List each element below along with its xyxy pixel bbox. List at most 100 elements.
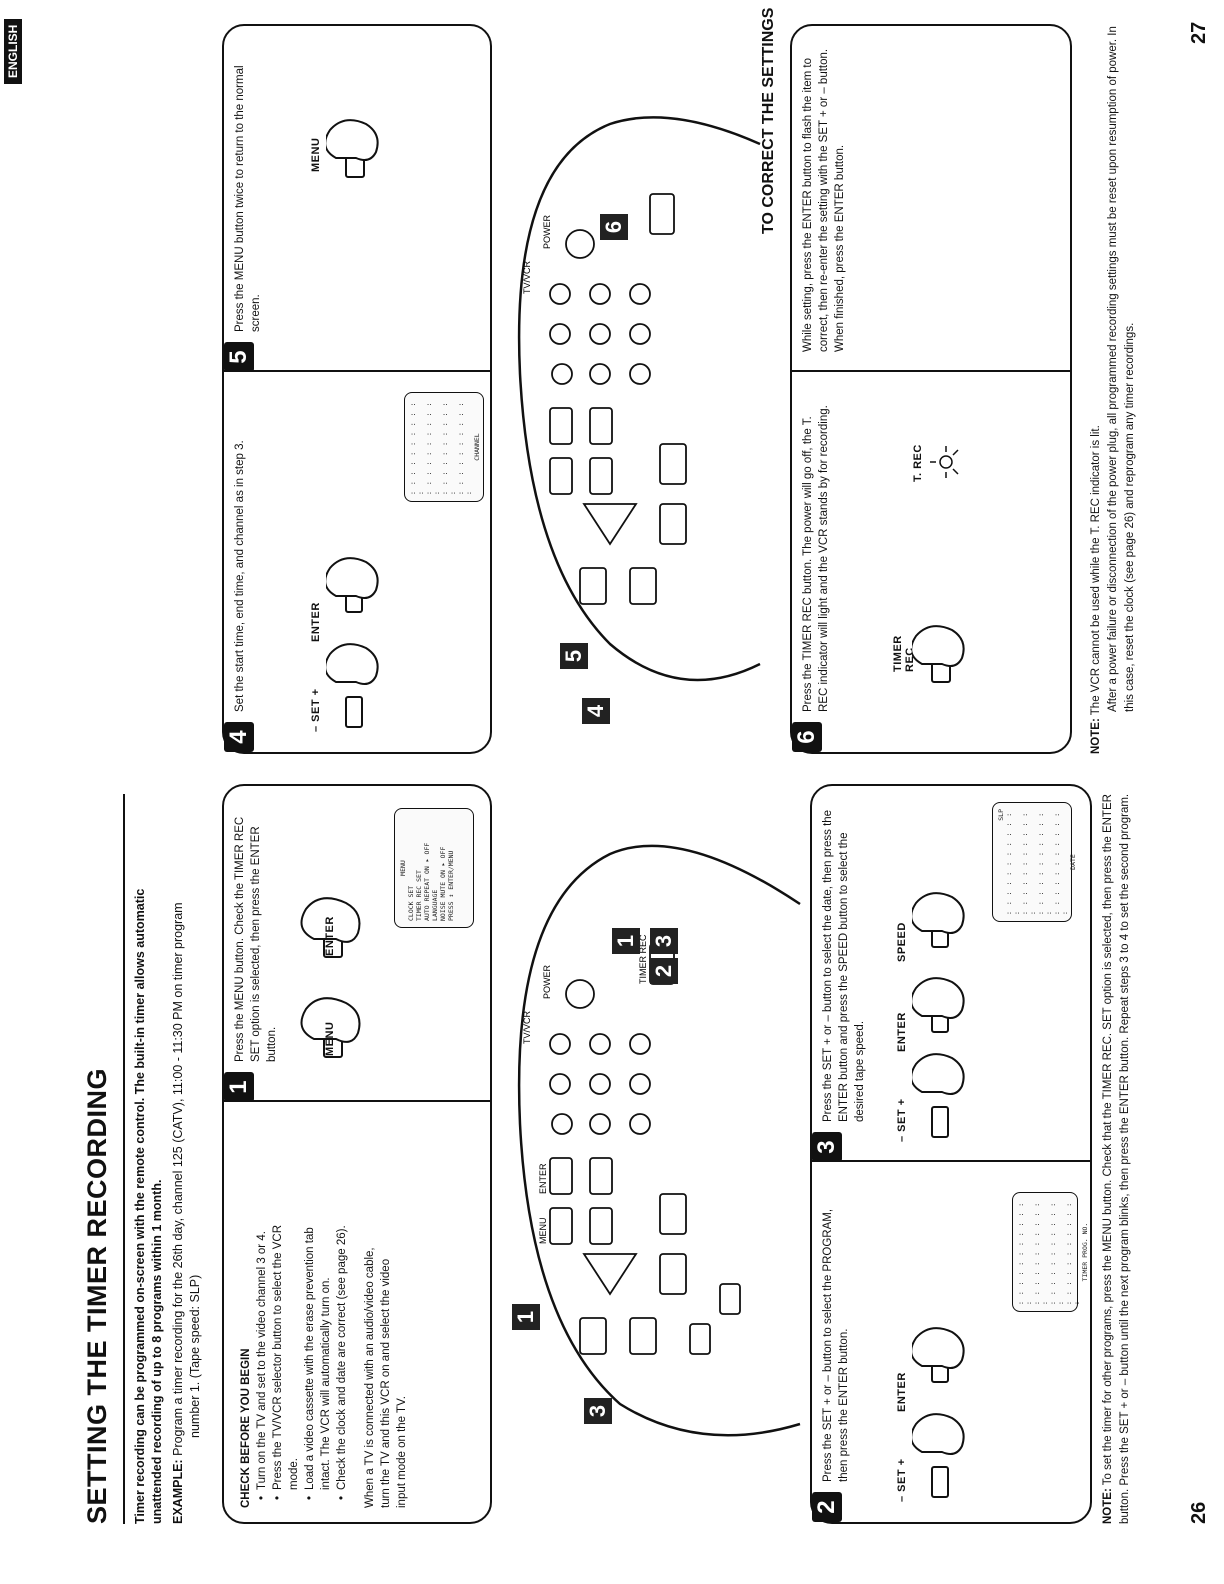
- step-4-hands: [326, 557, 379, 728]
- step-5-hands: [326, 119, 379, 178]
- callout-6: 6: [600, 214, 628, 240]
- step-3-text: Press the SET + or – button to select th…: [822, 809, 866, 1122]
- check-list: Turn on the TV and set to the video chan…: [254, 1208, 350, 1508]
- enter-button-hand-icon: [300, 897, 361, 958]
- right-note-item-2: After a power failure or disconnection o…: [1107, 26, 1136, 712]
- set-button-hand-icon: [912, 1053, 965, 1138]
- step-5-text: Press the MENU button twice to return to…: [234, 65, 262, 332]
- menu-button-hand-icon: [326, 119, 379, 178]
- step-23-divider: [812, 1160, 1090, 1162]
- right-note-tag: NOTE:: [1090, 718, 1102, 754]
- enter-button-hand-icon: [912, 1327, 965, 1383]
- channel-screen-caption: CHANNEL: [473, 433, 481, 461]
- intro-line-2: unattended recording of up to 8 programs…: [150, 1179, 164, 1524]
- step-3-number: 3: [812, 1132, 842, 1162]
- callout-3-left: 3: [584, 1398, 612, 1424]
- menu-button-hand-icon: [300, 997, 361, 1058]
- menu-screen-item: AUTO REPEAT ON ▸ OFF: [423, 842, 431, 921]
- intro-line-1: Timer recording can be programmed on-scr…: [133, 888, 147, 1524]
- step-4-set-label: – SET +: [310, 688, 322, 732]
- step-2-enter-label: ENTER: [896, 1372, 908, 1412]
- date-screen: SLP : : : : : : : : : : : : : : : : : : …: [992, 802, 1077, 922]
- speed-button-hand-icon: [912, 892, 965, 948]
- example-line-2: number 1. (Tape speed: SLP): [188, 1274, 202, 1438]
- remote-illustration-right: POWER TV/VCR: [517, 116, 761, 682]
- callout-5: 5: [560, 643, 588, 669]
- channel-screen: : : : : : : : : : : : : : : : : : : : : …: [404, 392, 484, 502]
- date-screen-speed: SLP: [997, 809, 1005, 821]
- remote-timerrec-label: TIMER REC: [638, 934, 648, 984]
- step-3-enter-label: ENTER: [896, 1012, 908, 1052]
- check-divider: [224, 1100, 490, 1102]
- step-2-number: 2: [812, 1492, 842, 1522]
- timer-prog-screen: : : : : : : : : : : : : : : : : : : : : …: [1012, 1192, 1089, 1312]
- remote-tvvcr-label: TV/VCR: [522, 1010, 532, 1044]
- example-line-1: Program a timer recording for the 26th d…: [171, 902, 185, 1456]
- bottom-left-box: 2 Press the SET + or – button to select …: [810, 784, 1092, 1524]
- example-text: EXAMPLE: Program a timer recording for t…: [170, 764, 204, 1524]
- check-item: Press the TV/VCR selector button to sele…: [270, 1208, 302, 1498]
- step-6-indicator-label: T. REC: [912, 444, 924, 482]
- right-note: NOTE: The VCR cannot be used while the T…: [1088, 24, 1139, 754]
- english-tab: ENGLISH: [4, 18, 22, 84]
- remote-tvvcr-label: TV/VCR: [522, 260, 532, 294]
- step-1-number: 1: [224, 1072, 254, 1102]
- callout-1-left: 1: [512, 1304, 540, 1330]
- correct-section: While setting, press the ENTER button to…: [800, 42, 848, 352]
- right-note-item-1: The VCR cannot be used while the T. REC …: [1090, 425, 1102, 716]
- page-number-left: 26: [1188, 1501, 1210, 1524]
- remote-power-label: POWER: [542, 964, 552, 999]
- page-number-right: 27: [1188, 21, 1210, 44]
- remote-power-label: POWER: [542, 214, 552, 249]
- menu-screen-item: TIMER REC SET: [415, 870, 423, 921]
- step-1-menu-label: MENU: [324, 1021, 336, 1056]
- step-4-text: Set the start time, end time, and channe…: [234, 440, 246, 712]
- av-note: When a TV is connected with an audio/vid…: [364, 1247, 408, 1508]
- menu-screen: MENU CLOCK SET TIMER REC SET AUTO REPEAT…: [394, 808, 474, 928]
- correct-text-2: When finished, press the ENTER button.: [834, 144, 846, 352]
- check-heading: CHECK BEFORE YOU BEGIN: [240, 1348, 252, 1508]
- check-item: Turn on the TV and set to the video chan…: [254, 1208, 270, 1498]
- remote-enter-label: ENTER: [538, 1163, 548, 1194]
- t-rec-indicator-icon: [930, 446, 959, 478]
- top-right-box: 4 Set the start time, end time, and chan…: [222, 24, 492, 754]
- menu-screen-title: MENU: [399, 860, 407, 876]
- step-4-enter-label: ENTER: [310, 602, 322, 642]
- timer-rec-button-hand-icon: [912, 625, 965, 683]
- top-left-box: CHECK BEFORE YOU BEGIN Turn on the TV an…: [222, 784, 492, 1524]
- example-label: EXAMPLE:: [171, 1459, 185, 1524]
- enter-button-hand-icon: [912, 977, 965, 1033]
- check-item: Load a video cassette with the erase pre…: [302, 1208, 334, 1498]
- title-rule: [123, 794, 125, 1524]
- step-3-speed-label: SPEED: [896, 922, 908, 962]
- callout-1-top: 1: [612, 928, 640, 954]
- callout-2-top: 2: [650, 958, 678, 984]
- enter-button-hand-icon: [326, 557, 379, 613]
- set-button-hand-icon: [912, 1413, 965, 1498]
- timer-prog-caption: TIMER PROG. NO.: [1081, 1222, 1089, 1282]
- step-1-hands: [300, 897, 361, 1058]
- step-3-set-label: – SET +: [896, 1098, 908, 1142]
- menu-screen-item: LANGUAGE: [431, 889, 439, 921]
- check-section: CHECK BEFORE YOU BEGIN Turn on the TV an…: [238, 1208, 410, 1508]
- bottom-right-box: 6 Press the TIMER REC button. The power …: [790, 24, 1072, 754]
- step-3-hands: [912, 892, 965, 1138]
- date-screen-caption: DATE: [1069, 854, 1077, 870]
- step-6-divider: [792, 370, 1070, 372]
- step-2-set-label: – SET +: [896, 1458, 908, 1502]
- step-6-hands: [912, 625, 965, 683]
- remote-illustration-left: POWER TV/VCR MENU ENTER TIMER REC: [517, 844, 801, 1437]
- step-1-text: Press the MENU button. Check the TIMER R…: [234, 816, 278, 1062]
- menu-screen-item: NOISE MUTE ON ▸ OFF: [439, 846, 447, 921]
- correct-heading: TO CORRECT THE SETTINGS: [760, 7, 777, 234]
- menu-screen-item: CLOCK SET: [407, 885, 415, 921]
- remote-menu-label: MENU: [538, 1218, 548, 1245]
- step-1-enter-label: ENTER: [324, 916, 336, 956]
- step-4-number: 4: [224, 722, 254, 752]
- correct-text-1: While setting, press the ENTER button to…: [802, 48, 830, 352]
- step-6-number: 6: [792, 722, 822, 752]
- left-note-tag: NOTE:: [1102, 1488, 1114, 1524]
- callout-3-top: 3: [650, 928, 678, 954]
- step-6-text: Press the TIMER REC button. The power wi…: [802, 405, 830, 712]
